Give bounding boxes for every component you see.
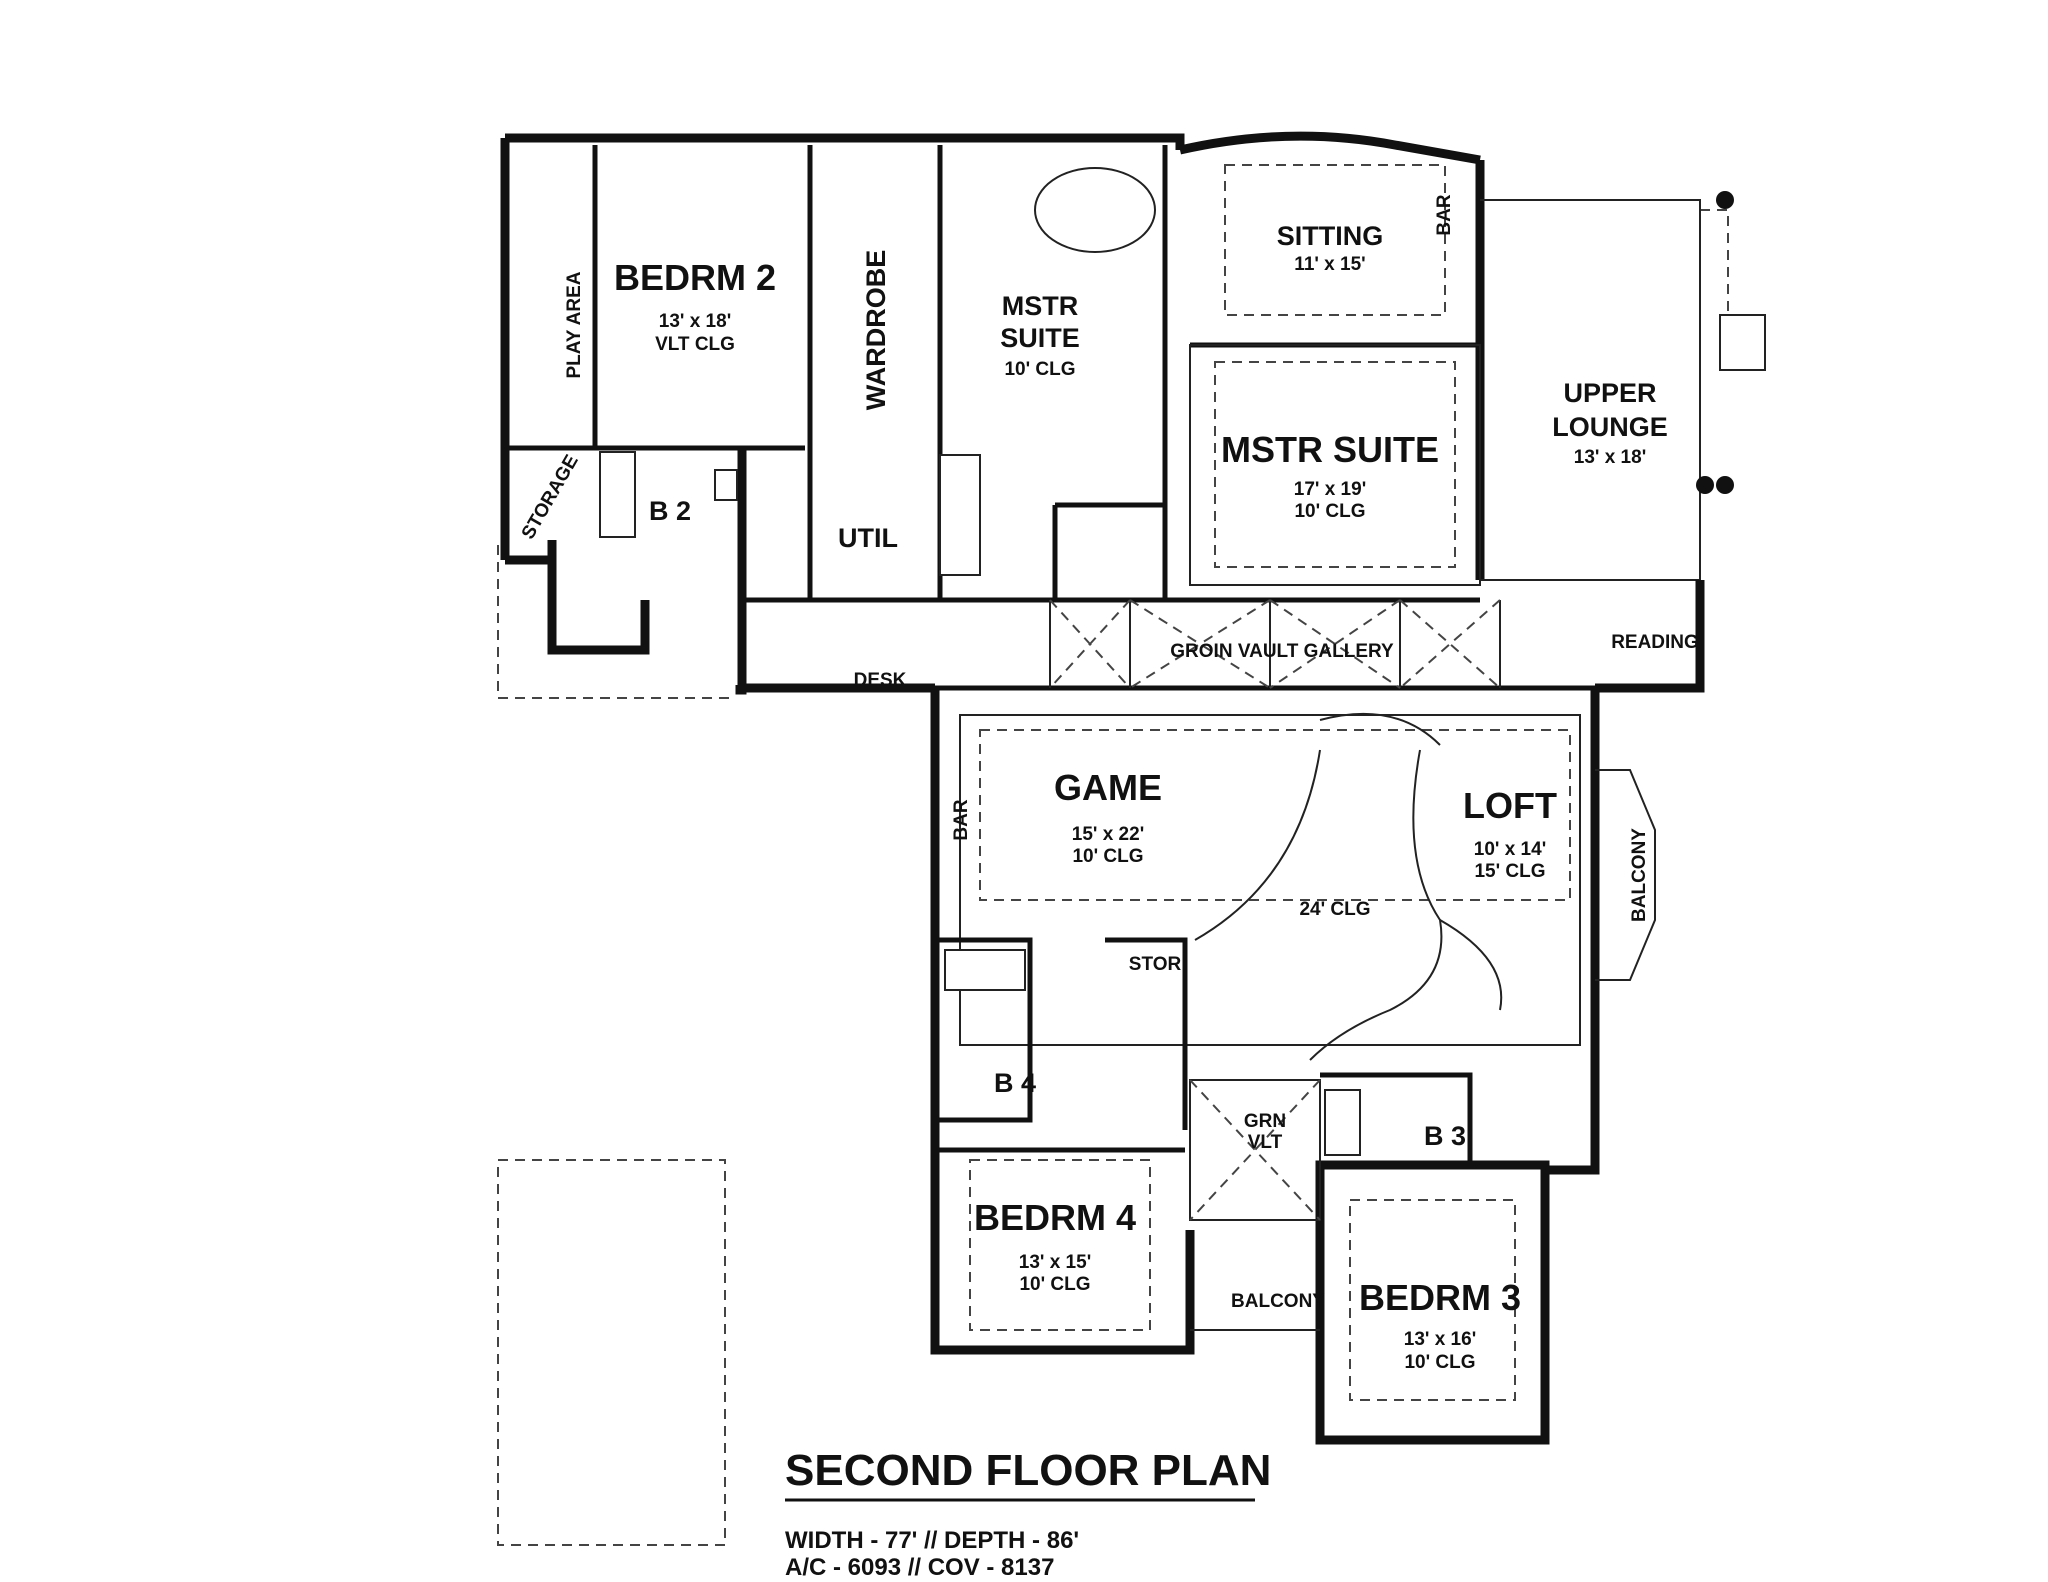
mstr-bath-name-2: SUITE: [1000, 323, 1080, 353]
play-area-label: PLAY AREA: [564, 271, 585, 378]
bedrm4-clg: 10' CLG: [1019, 1274, 1090, 1295]
bedrm3-size: 13' x 16': [1404, 1329, 1476, 1350]
curved-stair: [1194, 712, 1503, 1061]
mstr-bath-clg: 10' CLG: [1004, 359, 1075, 380]
upper-lounge-size: 13' x 18': [1574, 447, 1646, 468]
fixtures: [599, 167, 1766, 1156]
bedrm3-name: BEDRM 3: [1359, 1277, 1521, 1318]
b2-label: B 2: [649, 496, 691, 526]
room-labels: BEDRM 2 13' x 18' VLT CLG PLAY AREA STOR…: [518, 194, 1699, 1373]
plan-dimensions: WIDTH - 77' // DEPTH - 86': [785, 1527, 1079, 1554]
balcony-right-label: BALCONY: [1629, 828, 1650, 922]
b3-label: B 3: [1424, 1121, 1466, 1151]
mstr-suite-name: MSTR SUITE: [1221, 429, 1439, 470]
game-clg: 10' CLG: [1072, 846, 1143, 867]
dashed-outlines: [497, 209, 1729, 1546]
reading-label: READING: [1611, 632, 1699, 653]
sitting-name: SITTING: [1277, 221, 1384, 251]
grn-vlt-name-2: VLT: [1248, 1132, 1283, 1153]
mstr-suite-clg: 10' CLG: [1294, 501, 1365, 522]
mstr-suite-size: 17' x 19': [1294, 479, 1366, 500]
upper-lounge-name-1: UPPER: [1563, 378, 1656, 408]
plan-area: A/C - 6093 // COV - 8137: [785, 1554, 1054, 1581]
balcony-mid-label: BALCONY: [1231, 1291, 1325, 1312]
util-label: UTIL: [838, 523, 898, 553]
loft-clg: 15' CLG: [1474, 861, 1545, 882]
loft-name: LOFT: [1463, 785, 1557, 826]
game-size: 15' x 22': [1072, 824, 1144, 845]
b4-label: B 4: [994, 1068, 1036, 1098]
game-name: GAME: [1054, 767, 1162, 808]
stair-clg-label: 24' CLG: [1299, 899, 1370, 920]
storage-label: STORAGE: [518, 451, 583, 543]
bedrm2-size: 13' x 18': [659, 311, 731, 332]
desk-label: DESK: [854, 670, 907, 691]
plan-title: SECOND FLOOR PLAN: [785, 1446, 1271, 1495]
bedrm4-name: BEDRM 4: [974, 1197, 1136, 1238]
stor-label: STOR: [1129, 954, 1182, 975]
sitting-size: 11' x 15': [1294, 254, 1365, 275]
bedrm2-clg: VLT CLG: [655, 334, 735, 355]
wardrobe-label: WARDROBE: [861, 250, 891, 411]
loft-size: 10' x 14': [1474, 839, 1546, 860]
bar-game-label: BAR: [951, 799, 972, 840]
interior-walls: [505, 145, 1700, 1401]
mstr-bath-name-1: MSTR: [1002, 291, 1079, 321]
bedrm3-clg: 10' CLG: [1404, 1352, 1475, 1373]
title-block: SECOND FLOOR PLAN WIDTH - 77' // DEPTH -…: [785, 1446, 1271, 1581]
gallery-label: GROIN VAULT GALLERY: [1170, 641, 1394, 662]
bedrm2-name: BEDRM 2: [614, 257, 776, 298]
bar-top-label: BAR: [1434, 194, 1455, 235]
upper-lounge-name-2: LOUNGE: [1552, 412, 1668, 442]
grn-vlt-name-1: GRN: [1244, 1111, 1286, 1132]
bedrm4-size: 13' x 15': [1019, 1252, 1091, 1273]
